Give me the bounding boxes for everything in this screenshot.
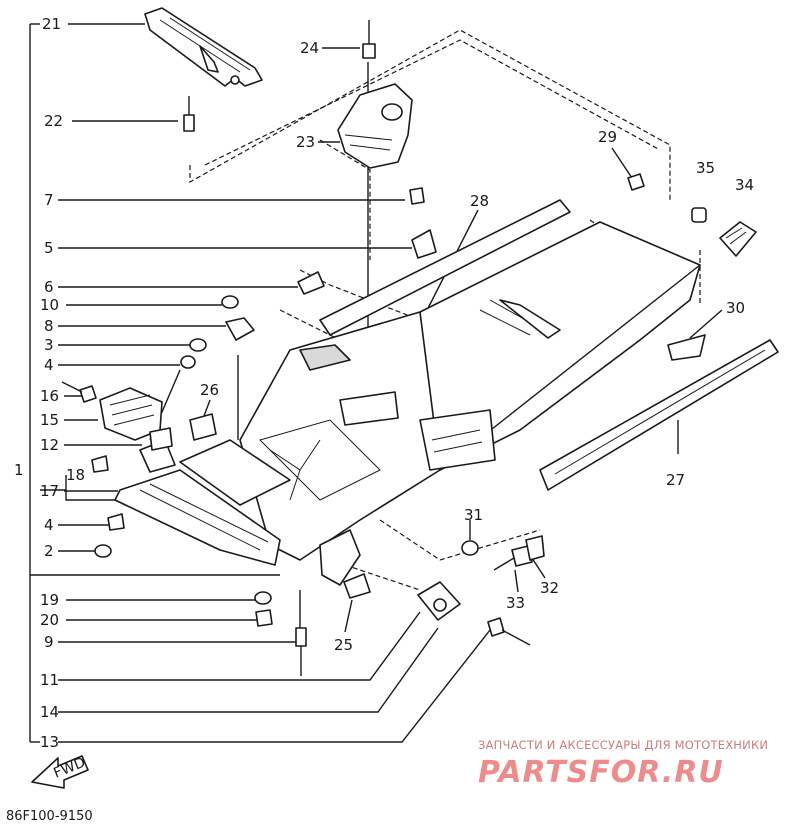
part-24-bolt [362,20,376,59]
part-21-upper-bracket [144,7,263,87]
callout-19: 19 [40,591,59,609]
callout-21: 21 [42,15,61,33]
callout-30: 30 [726,299,745,317]
callout-23: 23 [296,133,315,151]
callout-9: 9 [44,633,54,651]
suspension-mounts [139,439,361,586]
callout-6: 6 [44,278,54,296]
callout-12: 12 [40,436,59,454]
callout-8: 8 [44,317,54,335]
callout-24: 24 [300,39,319,57]
callout-16: 16 [40,387,59,405]
callout-4-lower: 4 [44,516,54,534]
callout-29: 29 [598,128,617,146]
callout-35: 35 [696,159,715,177]
watermark-brand: PARTSFOR.RU [478,755,724,790]
callout-2: 2 [44,542,54,560]
callout-7: 7 [44,191,54,209]
part-27-side-rail [539,339,779,491]
callout-32: 32 [540,579,559,597]
callout-22: 22 [44,112,63,130]
callout-33: 33 [506,594,525,612]
callout-34: 34 [735,176,754,194]
callout-14: 14 [40,703,59,721]
callout-17: 17 [40,482,59,500]
callout-3: 3 [44,336,54,354]
callout-4-upper: 4 [44,356,54,374]
callout-10: 10 [40,296,59,314]
part-22-bolt [183,96,195,132]
callout-26: 26 [200,381,219,399]
front-bumper [114,439,291,566]
part-15-clamp [99,387,163,441]
watermark: ЗАПЧАСТИ И АКСЕССУАРЫ ДЛЯ МОТОТЕХНИКИ PA… [478,738,768,790]
small-hardware [61,187,545,676]
callout-28: 28 [470,192,489,210]
callout-5: 5 [44,239,54,257]
watermark-tagline: ЗАПЧАСТИ И АКСЕССУАРЫ ДЛЯ МОТОТЕХНИКИ [478,738,768,752]
callout-20: 20 [40,611,59,629]
part-34-reflector [719,221,757,257]
callout-18: 18 [66,466,85,484]
callout-13: 13 [40,733,59,751]
part-35-nut [691,207,707,223]
callout-labels: 21 22 7 5 6 10 8 3 4 16 15 12 1 18 17 4 … [14,15,754,751]
leader-lines [30,23,723,743]
callout-25: 25 [334,636,353,654]
diagram-code: 86F100-9150 [6,809,93,824]
forward-arrow-badge: FWD [31,755,89,789]
part-29-plug [627,173,645,191]
callout-11: 11 [40,671,59,689]
callout-27: 27 [666,471,685,489]
part-23-bracket-plate [337,83,413,169]
part-28-rail [319,199,571,336]
front-chassis-frame [239,311,496,561]
callout-15: 15 [40,411,59,429]
callout-1: 1 [14,461,24,479]
index-bracket [29,23,40,743]
callout-31: 31 [464,506,483,524]
